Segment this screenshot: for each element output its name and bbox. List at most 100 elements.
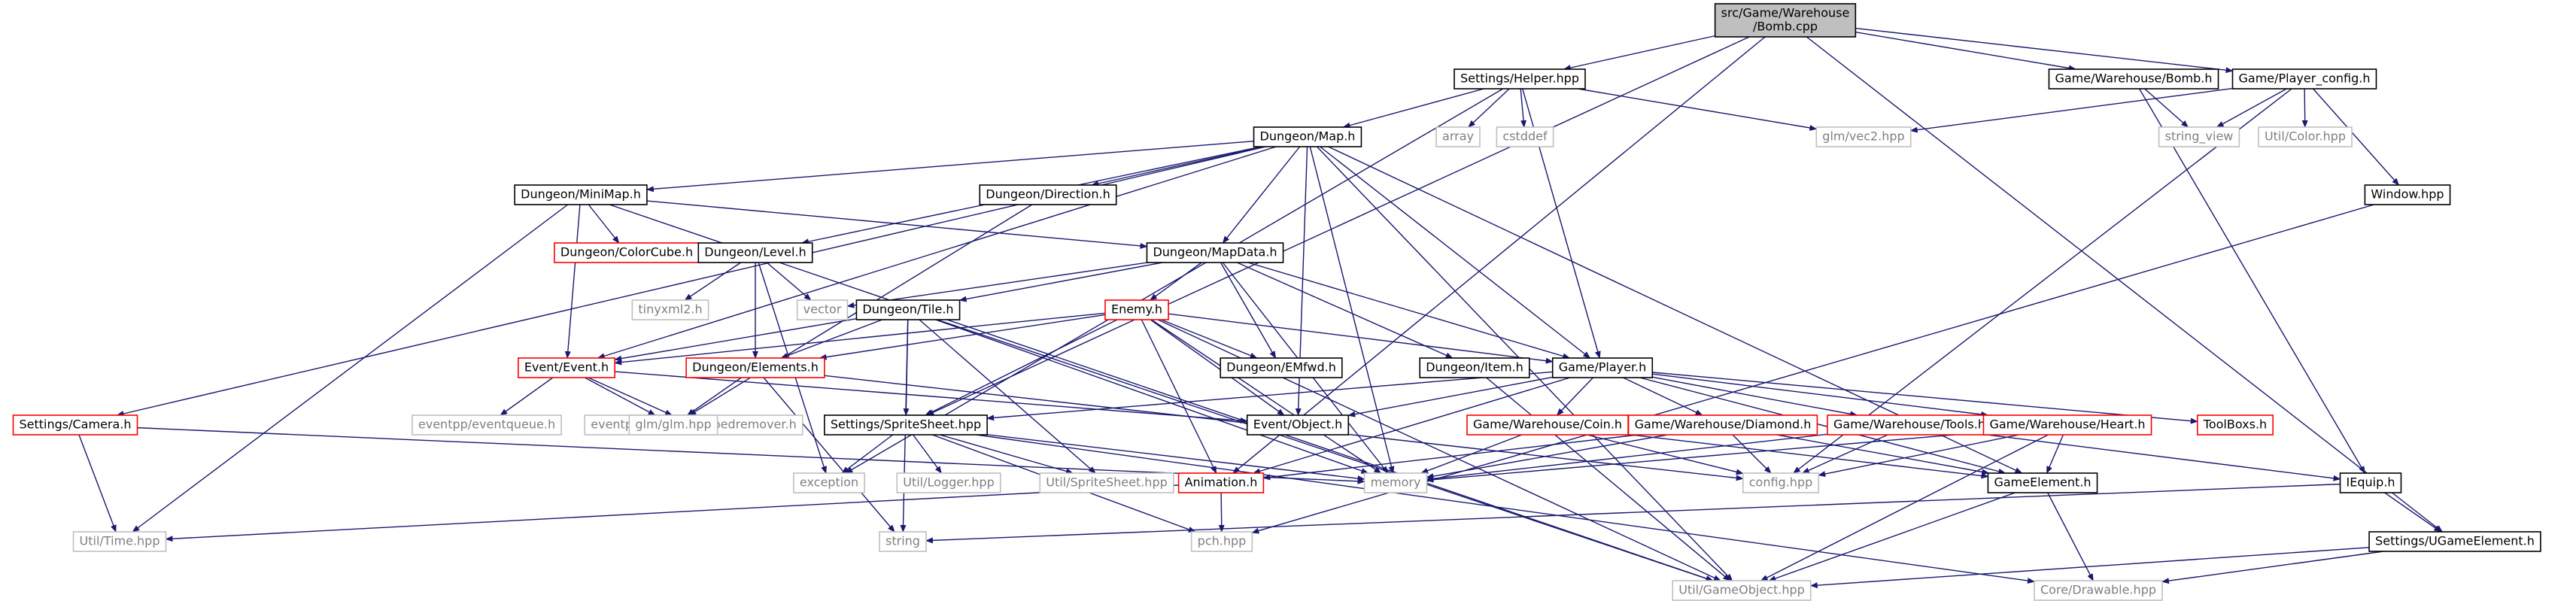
node-util-color[interactable]: Util/Color.hpp (2258, 126, 2353, 147)
edge-dungeon-map-to-memory (1309, 146, 1395, 474)
node-config[interactable]: config.hpp (1742, 472, 1820, 493)
node-mapdata[interactable]: Dungeon/MapData.h (1146, 242, 1284, 263)
node-dungeon-map[interactable]: Dungeon/Map.h (1253, 126, 1362, 147)
edge-event-to-glm-hpp (584, 377, 656, 416)
node-level[interactable]: Dungeon/Level.h (697, 242, 813, 263)
edge (935, 319, 1369, 474)
node-player-config[interactable]: Game/Player_config.h (2231, 68, 2377, 90)
node-string[interactable]: string (879, 531, 927, 552)
node-enemy[interactable]: Enemy.h (1104, 299, 1169, 320)
edge-event-to-eventqueue (500, 377, 554, 416)
edge (1818, 434, 2019, 477)
edge (1587, 434, 1744, 475)
node-root[interactable]: src/Game/Warehouse/Bomb.cpp (1714, 3, 1857, 38)
node-bomb-h[interactable]: Game/Warehouse/Bomb.h (2048, 68, 2219, 90)
edge (1855, 27, 2234, 74)
node-spritesheet[interactable]: Settings/SpriteSheet.hpp (824, 414, 988, 436)
node-box (518, 357, 615, 378)
node-toolboxs[interactable]: ToolBoxs.h (2197, 414, 2274, 436)
node-camera[interactable]: Settings/Camera.h (12, 414, 138, 436)
edge (1091, 146, 1264, 187)
node-box (1253, 126, 1362, 147)
edge-diamond-to-gameelement (1776, 434, 1990, 475)
node-minimap[interactable]: Dungeon/MiniMap.h (514, 184, 648, 205)
node-string-view[interactable]: string_view (2158, 126, 2240, 147)
node-player[interactable]: Game/Player.h (1551, 357, 1654, 378)
edge (1652, 372, 2198, 424)
node-array[interactable]: array (1435, 126, 1481, 147)
node-tile[interactable]: Dungeon/Tile.h (855, 299, 961, 320)
node-box (1827, 414, 1992, 436)
node-ugameelement[interactable]: Settings/UGameElement.h (2368, 531, 2541, 552)
node-elements[interactable]: Dungeon/Elements.h (685, 357, 825, 378)
node-label: Settings/Camera.h (19, 417, 131, 432)
node-box (1466, 414, 1629, 436)
node-item[interactable]: Dungeon/Item.h (1419, 357, 1530, 378)
node-glm-hpp[interactable]: glm/glm.hpp (628, 414, 718, 436)
edge-dungeon-map-to-minimap (646, 140, 1254, 193)
node-box (1815, 126, 1912, 147)
edge (1347, 376, 1553, 417)
node-direction[interactable]: Dungeon/Direction.h (979, 184, 1117, 205)
edge-root-to-animation (1232, 36, 1766, 474)
node-settings-helper[interactable]: Settings/Helper.hpp (1454, 68, 1586, 90)
edge (1623, 377, 1703, 416)
edge (1639, 377, 2006, 475)
node-coin[interactable]: Game/Warehouse/Coin.h (1466, 414, 1629, 436)
edge (986, 371, 1553, 421)
node-tools[interactable]: Game/Warehouse/Tools.h (1827, 414, 1992, 436)
node-label: Game/Player_config.h (2239, 71, 2371, 87)
node-box (12, 414, 138, 436)
edge (1987, 434, 2341, 481)
node-event-object[interactable]: Event/Object.h (1246, 414, 1350, 436)
edge (1768, 492, 2016, 581)
node-gameelement[interactable]: GameElement.h (1987, 472, 2098, 493)
node-label: Game/Warehouse/Diamond.h (1635, 417, 1812, 432)
edge-heart-to-config (1818, 434, 2019, 477)
edge-player-to-animation (1253, 377, 1571, 475)
node-pch[interactable]: pch.hpp (1190, 531, 1253, 552)
node-tinyxml[interactable]: tinyxml2.h (631, 299, 709, 320)
node-glm-vec2[interactable]: glm/vec2.hpp (1815, 126, 1912, 147)
node-iequip[interactable]: IEquip.h (2339, 472, 2402, 493)
edge-window-hpp-to-pch (1251, 204, 2374, 534)
node-memory[interactable]: memory (1363, 472, 1428, 493)
node-label: Enemy.h (1111, 302, 1162, 317)
node-label: string_view (2165, 129, 2234, 144)
node-label: Dungeon/Elements.h (692, 360, 819, 375)
node-box (628, 414, 718, 436)
edge (684, 262, 742, 301)
node-window-hpp[interactable]: Window.hpp (2364, 184, 2451, 205)
node-emfwd[interactable]: Dungeon/EMfwd.h (1220, 357, 1343, 378)
node-colorcube[interactable]: Dungeon/ColorCube.h (554, 242, 700, 263)
edge (614, 317, 857, 362)
node-box (793, 472, 865, 493)
node-heart[interactable]: Game/Warehouse/Heart.h (1982, 414, 2152, 436)
node-drawable[interactable]: Core/Drawable.hpp (2034, 580, 2163, 601)
edge (913, 434, 942, 474)
node-util-time[interactable]: Util/Time.hpp (72, 531, 167, 552)
node-box (2048, 68, 2219, 90)
edge-enemy-to-emfwd (1161, 319, 1258, 359)
node-diamond[interactable]: Game/Warehouse/Diamond.h (1627, 414, 1818, 436)
node-label: string (886, 534, 920, 548)
node-logger[interactable]: Util/Logger.hpp (896, 472, 1001, 493)
node-label: Dungeon/MiniMap.h (521, 187, 641, 202)
node-util-spritesheet[interactable]: Util/SpriteSheet.hpp (1039, 472, 1174, 493)
edge (2313, 88, 2400, 186)
edge (1801, 434, 1888, 474)
node-eventqueue[interactable]: eventpp/eventqueue.h (412, 414, 562, 436)
node-cstddef[interactable]: cstddef (1496, 126, 1554, 147)
node-label: Dungeon/EMfwd.h (1226, 360, 1336, 375)
edge-player-config-to-glm-vec2 (1909, 87, 2233, 133)
node-event[interactable]: Event/Event.h (518, 357, 615, 378)
node-gameobject[interactable]: Util/GameObject.hpp (1672, 580, 1812, 601)
edge (1563, 35, 1715, 71)
node-exception[interactable]: exception (793, 472, 865, 493)
edge-enemy-to-spritesheet (925, 319, 1118, 416)
node-label: array (1442, 129, 1474, 144)
node-vector[interactable]: vector (796, 299, 849, 320)
node-box (631, 299, 709, 320)
node-animation[interactable]: Animation.h (1177, 472, 1265, 493)
node-label: Core/Drawable.hpp (2040, 583, 2156, 597)
